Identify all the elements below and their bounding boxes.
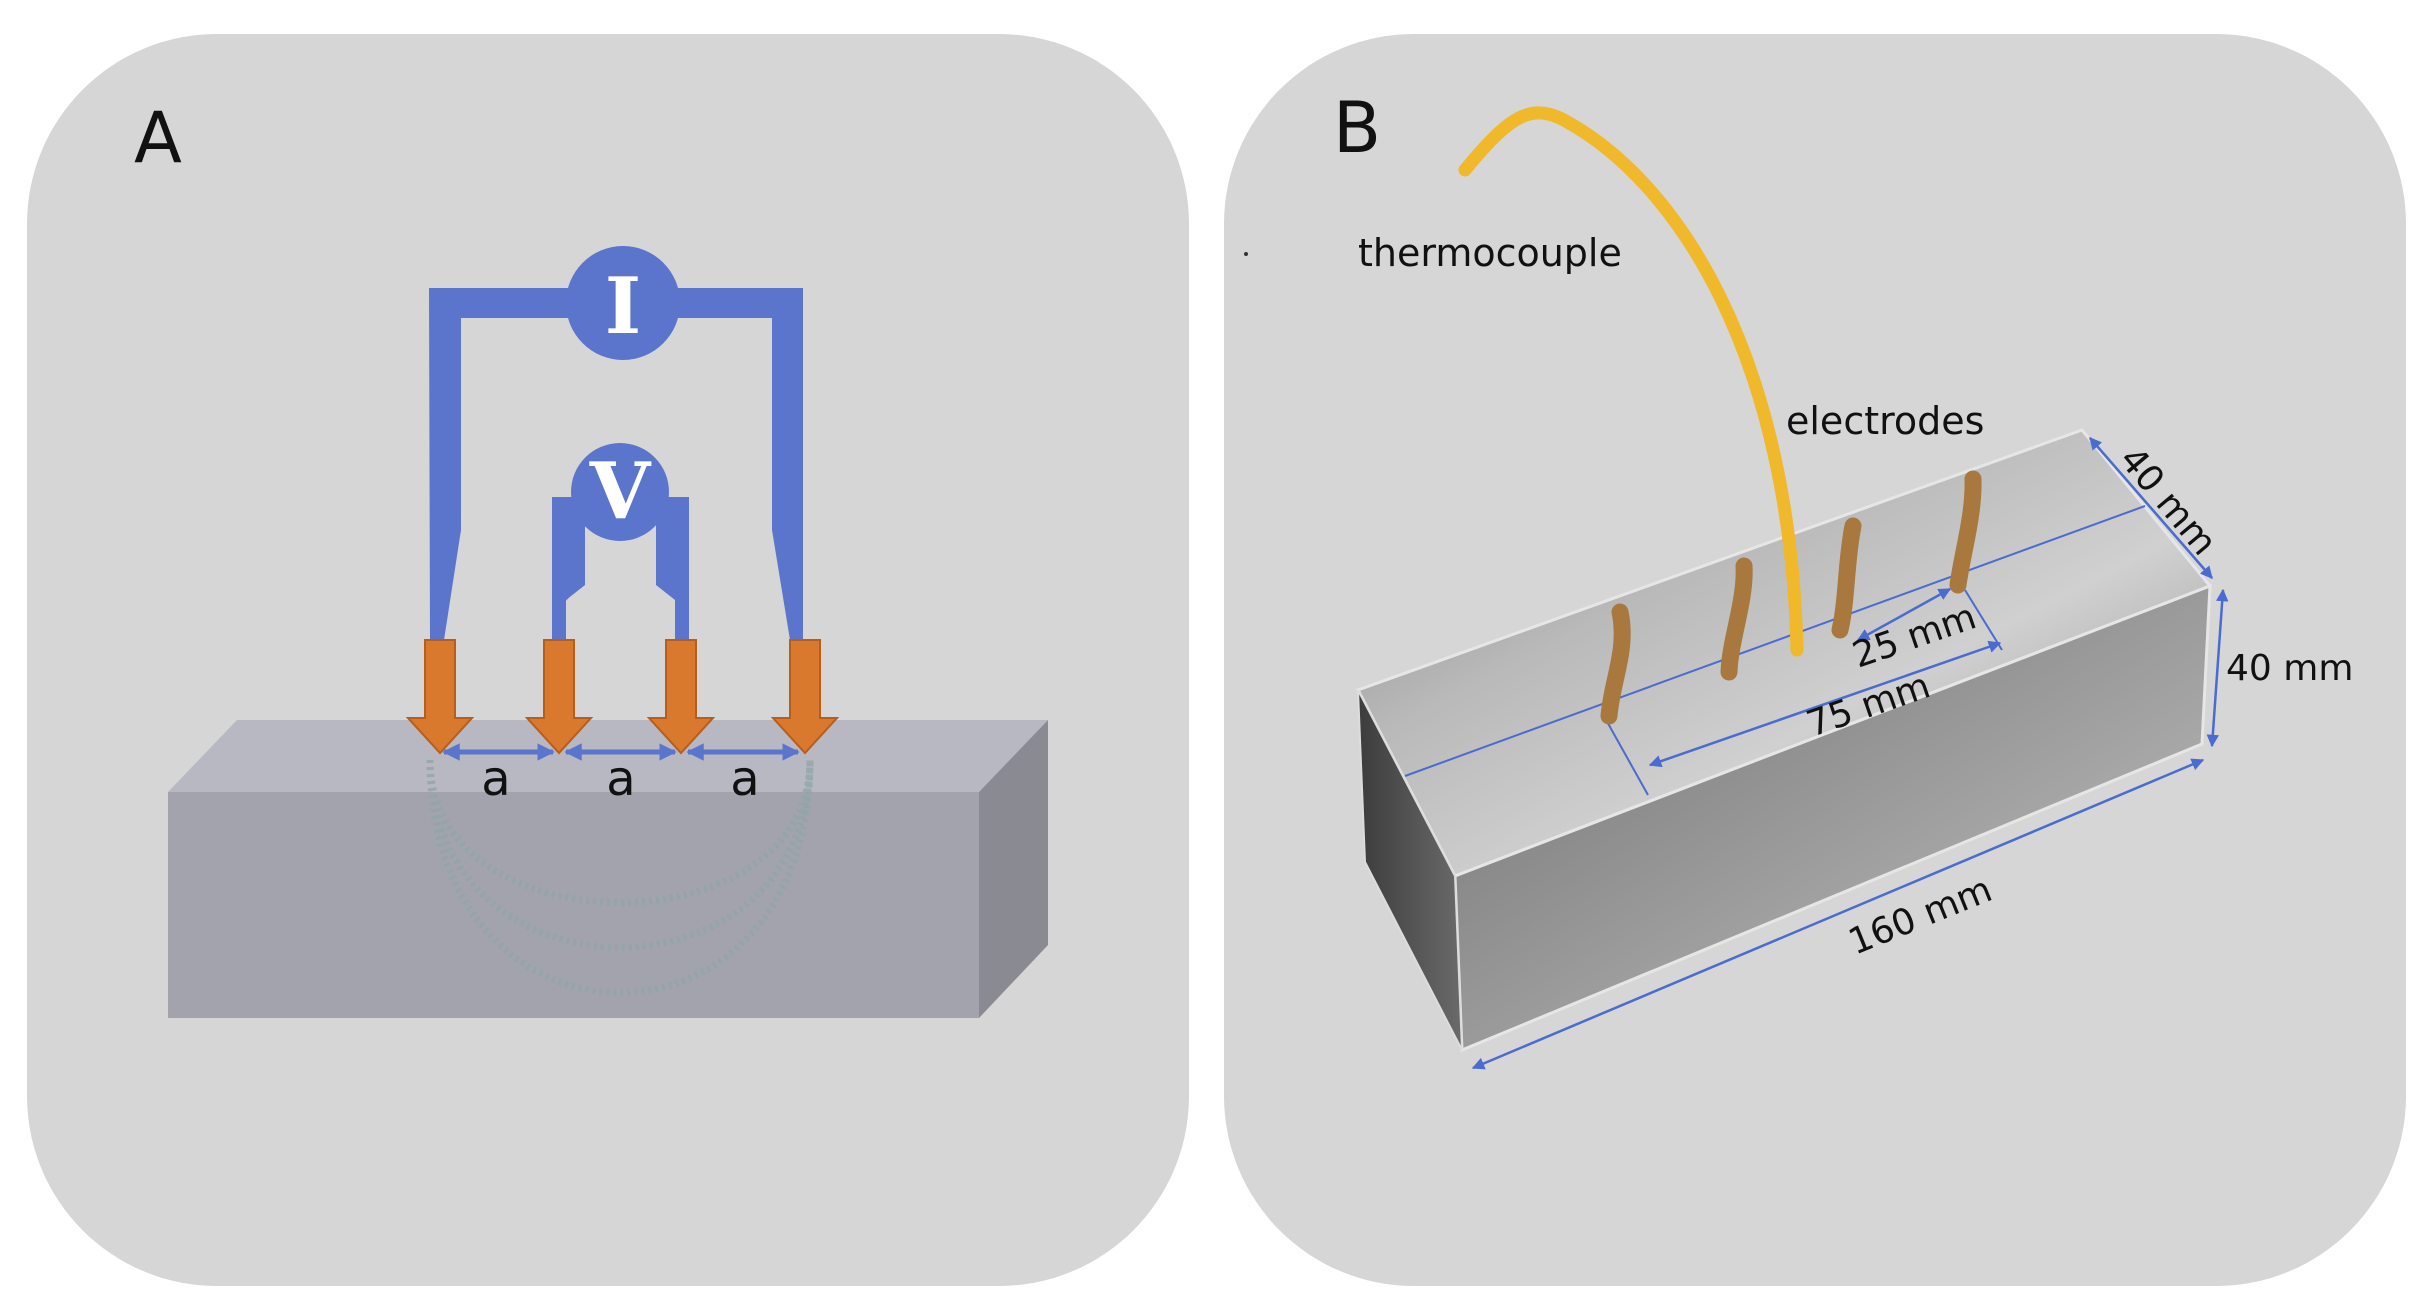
stray-dot (1244, 252, 1248, 256)
electrode-arrow-1 (405, 639, 475, 755)
spacing-label-3: a (730, 751, 759, 807)
electrode-1 (1600, 603, 1631, 725)
dim-40-right-label: 40 mm (2226, 648, 2353, 689)
current-circuit (429, 288, 803, 640)
dim-40-top (2089, 437, 2213, 579)
electrode-3 (1831, 517, 1862, 639)
voltage-circuit (552, 497, 689, 640)
voltmeter-label: V (589, 446, 652, 537)
panel-a-letter: A (134, 97, 182, 179)
dim-25 (1856, 587, 1952, 642)
dimension-arrows (1471, 437, 2229, 1070)
thermocouple-label: thermocouple (1358, 231, 1622, 275)
dim-40-right (2206, 588, 2229, 748)
current-field-lines (426, 759, 814, 996)
ammeter (566, 246, 680, 360)
spacing-label-1: a (481, 751, 510, 807)
spacing-label-2: a (606, 751, 635, 807)
electrode-4 (1949, 470, 1982, 594)
dim-160 (1471, 758, 2205, 1070)
panel-b-letter: B (1333, 87, 1381, 169)
electrode-arrow-2 (524, 639, 594, 755)
electrode-arrow-3 (646, 639, 716, 755)
panel-a (27, 34, 1189, 1286)
electrodes-label: electrodes (1786, 399, 1984, 443)
electrode-arrows (405, 639, 840, 755)
ammeter-label: I (605, 261, 642, 352)
thermocouple-wire (1458, 106, 1804, 657)
electrode-arrow-4 (770, 639, 840, 755)
dim-75 (1648, 640, 2002, 768)
voltmeter (571, 443, 669, 541)
